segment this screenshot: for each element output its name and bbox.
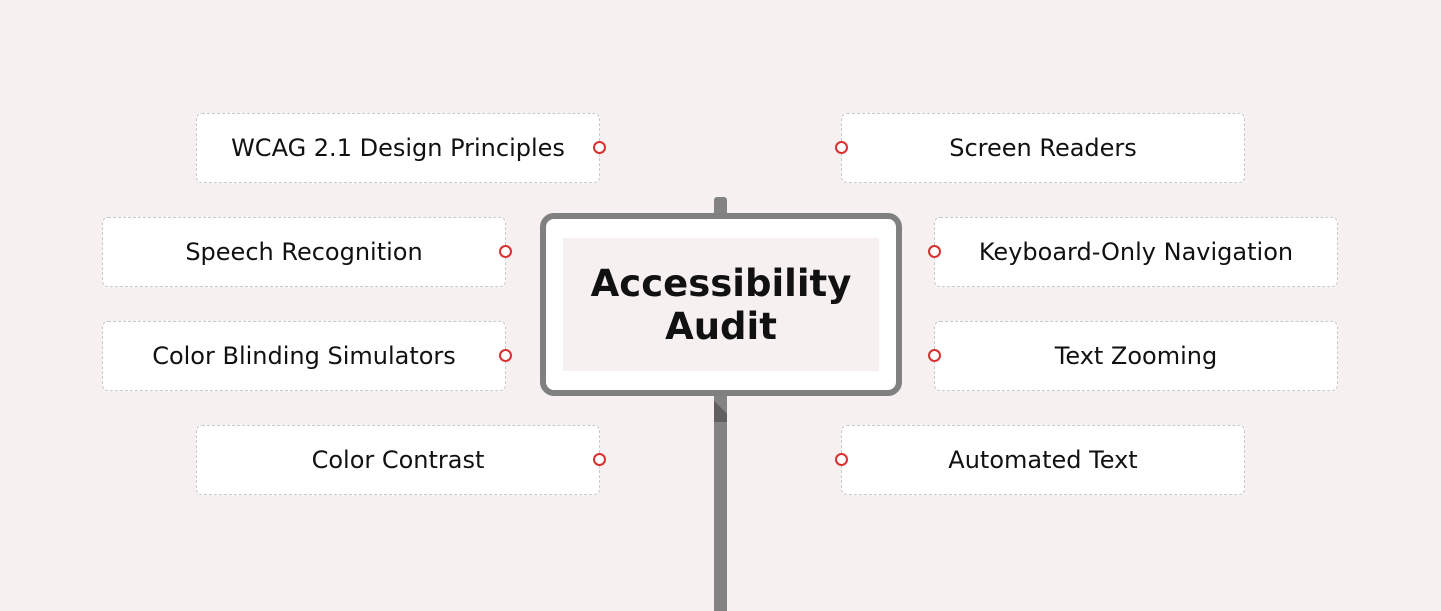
item-label: Text Zooming xyxy=(1054,342,1218,370)
connector-dot-icon xyxy=(593,453,606,466)
left-item: Speech Recognition xyxy=(102,217,512,287)
pole-shadow xyxy=(714,396,727,422)
connector-dot-icon xyxy=(499,349,512,362)
left-item: Color Contrast xyxy=(196,425,606,495)
connector-dot-icon xyxy=(593,141,606,154)
left-item: WCAG 2.1 Design Principles xyxy=(196,113,606,183)
item-label: WCAG 2.1 Design Principles xyxy=(231,134,565,162)
item-label: Color Contrast xyxy=(311,446,485,474)
right-item: Screen Readers xyxy=(835,113,1245,183)
item-label: Keyboard-Only Navigation xyxy=(978,238,1294,266)
diagram-title: Accessibility Audit xyxy=(590,261,852,348)
item-label: Automated Text xyxy=(948,446,1138,474)
sign-board: Accessibility Audit xyxy=(540,213,902,396)
connector-dot-icon xyxy=(499,245,512,258)
item-label: Speech Recognition xyxy=(185,238,423,266)
connector-dot-icon xyxy=(835,453,848,466)
right-item: Keyboard-Only Navigation xyxy=(928,217,1338,287)
left-item: Color Blinding Simulators xyxy=(102,321,512,391)
item-label: Screen Readers xyxy=(949,134,1137,162)
right-item: Automated Text xyxy=(835,425,1245,495)
item-label: Color Blinding Simulators xyxy=(152,342,456,370)
right-item: Text Zooming xyxy=(928,321,1338,391)
connector-dot-icon xyxy=(835,141,848,154)
sign-panel: Accessibility Audit xyxy=(563,238,879,371)
connector-dot-icon xyxy=(928,349,941,362)
connector-dot-icon xyxy=(928,245,941,258)
